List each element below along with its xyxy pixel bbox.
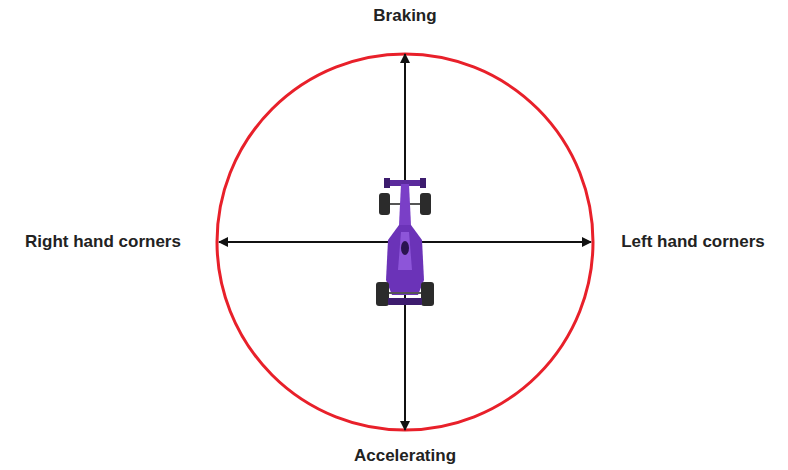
axis-label: Accelerating (354, 446, 456, 466)
axis-label: Left hand corners (621, 232, 765, 252)
race-car (376, 178, 434, 306)
axis-label: Braking (373, 6, 436, 26)
grip-circle (217, 54, 593, 430)
axis-label: Right hand corners (25, 232, 181, 252)
